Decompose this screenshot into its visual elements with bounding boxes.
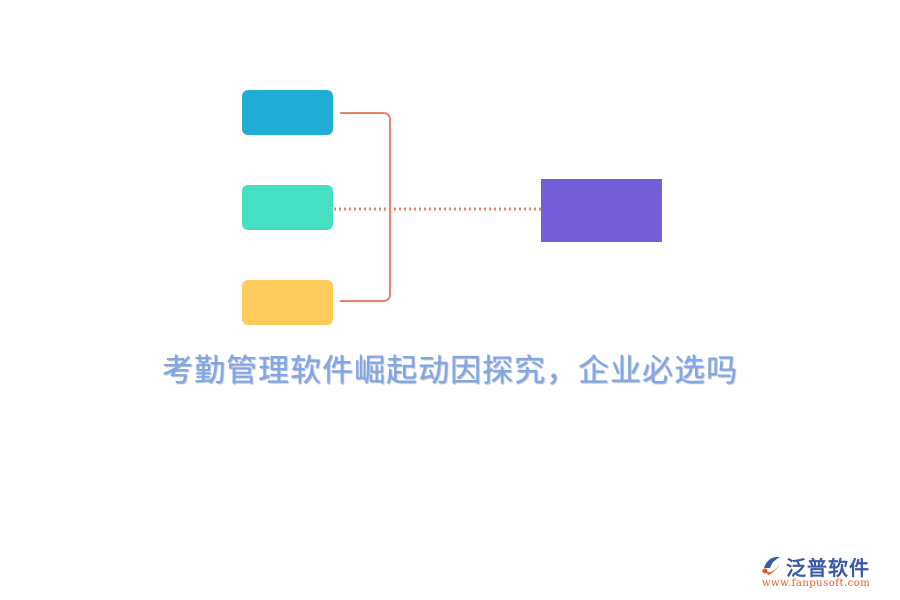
logo-url: www.fanpusoft.com xyxy=(762,578,871,589)
logo-name: 泛普软件 xyxy=(786,556,870,580)
bracket-connector xyxy=(340,112,391,302)
fanpu-logo-icon xyxy=(762,556,780,575)
right-box xyxy=(541,179,662,242)
middle-left-box xyxy=(242,185,333,230)
bottom-left-box xyxy=(242,280,333,325)
page-title: 考勤管理软件崛起动因探究，企业必选吗 xyxy=(162,353,738,389)
top-left-box xyxy=(242,90,333,135)
brand-logo[interactable]: 泛普软件 www.fanpusoft.com xyxy=(760,548,890,592)
